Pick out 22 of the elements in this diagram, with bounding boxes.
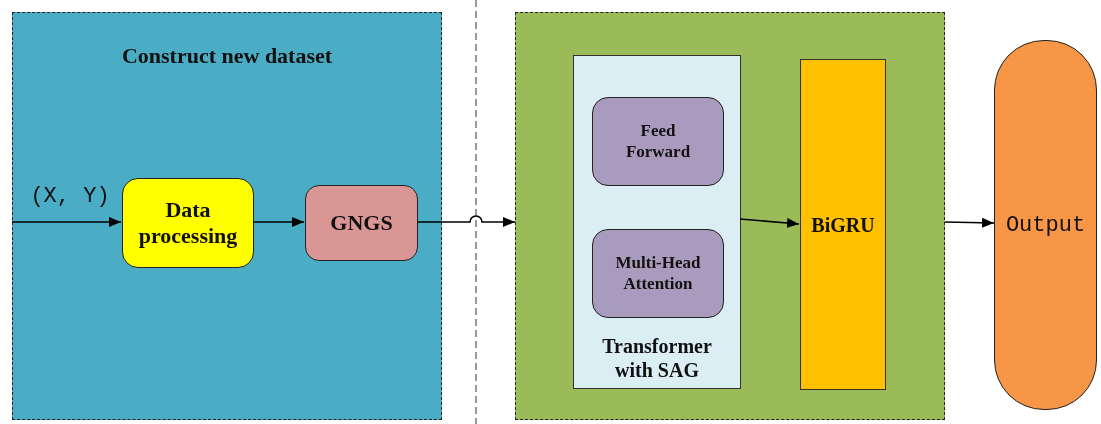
dashed-panel [12, 12, 442, 420]
node-label: Data processing [137, 196, 239, 250]
node-label: BiGRU [810, 212, 876, 237]
output-label: Output [1005, 212, 1086, 238]
arrow [252, 217, 305, 227]
dashed-panel [515, 12, 945, 420]
node-label: Feed Forward [624, 121, 692, 162]
process-box [122, 178, 254, 268]
arrow [416, 215, 516, 227]
module-label: Transformer with SAG [601, 334, 713, 382]
process-box [592, 97, 724, 186]
panel-title: Construct new dataset [120, 43, 334, 70]
arrow [11, 217, 122, 227]
process-box [305, 185, 418, 261]
module-box [573, 55, 741, 389]
node-label: Multi-Head Attention [614, 253, 702, 294]
edge-label: (X, Y) [30, 183, 110, 209]
layer-bar [800, 59, 886, 390]
node-label: GNGS [329, 209, 394, 237]
process-box [592, 229, 724, 318]
arrow [739, 218, 800, 228]
arrow [944, 217, 995, 228]
